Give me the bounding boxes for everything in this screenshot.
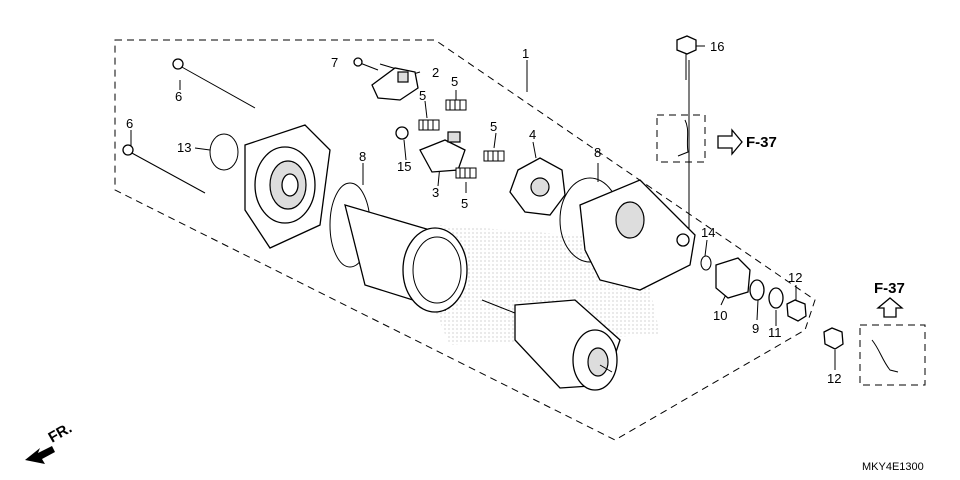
callout-labels: 1 2 3 4 5 5 5 5 6 6 7 8 8 9 10 11 12 12 … bbox=[126, 39, 841, 386]
callout-12-b: 12 bbox=[827, 371, 841, 386]
callout-5-right: 5 bbox=[490, 119, 497, 134]
drawing-code: MKY4E1300 bbox=[862, 461, 924, 473]
callout-2: 2 bbox=[432, 65, 439, 80]
callout-16: 16 bbox=[710, 39, 724, 54]
callout-9: 9 bbox=[752, 321, 759, 336]
front-marker-label: FR. bbox=[46, 420, 75, 447]
bolt-16 bbox=[676, 35, 697, 80]
callout-13: 13 bbox=[177, 140, 191, 155]
o-ring-13 bbox=[209, 133, 239, 171]
detail-box-inset bbox=[859, 324, 926, 386]
bearing-10 bbox=[715, 257, 751, 299]
callout-8-left: 8 bbox=[359, 149, 366, 164]
brush-terminal-2 bbox=[371, 67, 419, 101]
brush-holder-3 bbox=[419, 131, 466, 173]
callout-10: 10 bbox=[713, 308, 727, 323]
callout-5-top: 5 bbox=[451, 74, 458, 89]
nut-12-a bbox=[786, 299, 807, 322]
ref-arrow-inset bbox=[876, 297, 904, 318]
seal-9 bbox=[749, 279, 765, 301]
cable-detail-right bbox=[677, 119, 689, 157]
through-bolt-lower bbox=[122, 144, 206, 194]
ref-arrow-right bbox=[717, 128, 743, 156]
assembly-boundary bbox=[114, 39, 816, 441]
callout-15: 15 bbox=[397, 159, 411, 174]
callout-12-a: 12 bbox=[788, 270, 802, 285]
spring-5-bottom bbox=[455, 167, 477, 179]
spring-5-right bbox=[483, 150, 505, 162]
screw-7 bbox=[353, 57, 379, 71]
callout-4: 4 bbox=[529, 127, 536, 142]
screw-15 bbox=[395, 126, 409, 140]
callout-7: 7 bbox=[331, 55, 338, 70]
armature bbox=[481, 299, 621, 391]
section-ref-right: F-37 bbox=[746, 134, 777, 151]
front-cover bbox=[579, 179, 696, 291]
washer-14 bbox=[700, 255, 712, 271]
spring-5-left bbox=[418, 119, 440, 131]
leader-lines bbox=[130, 45, 836, 370]
section-ref-inset: F-37 bbox=[874, 280, 905, 297]
callout-14: 14 bbox=[701, 225, 715, 240]
damper-4 bbox=[509, 157, 566, 216]
spring-5-top bbox=[445, 99, 467, 111]
callout-1: 1 bbox=[522, 46, 529, 61]
callout-3: 3 bbox=[432, 185, 439, 200]
detail-box-right bbox=[656, 114, 706, 163]
callout-6-upper: 6 bbox=[175, 89, 182, 104]
washer-11 bbox=[768, 287, 784, 309]
yoke bbox=[344, 204, 468, 313]
callout-11: 11 bbox=[768, 325, 782, 340]
callout-8-right: 8 bbox=[594, 145, 601, 160]
rear-cover bbox=[244, 124, 331, 249]
through-bolt-upper bbox=[172, 58, 256, 109]
callout-5-left: 5 bbox=[419, 88, 426, 103]
nut-12-b bbox=[823, 327, 844, 350]
callout-6-lower: 6 bbox=[126, 116, 133, 131]
front-direction-arrow bbox=[25, 446, 55, 464]
cable-detail-inset bbox=[871, 339, 899, 373]
callout-5-bottom: 5 bbox=[461, 196, 468, 211]
